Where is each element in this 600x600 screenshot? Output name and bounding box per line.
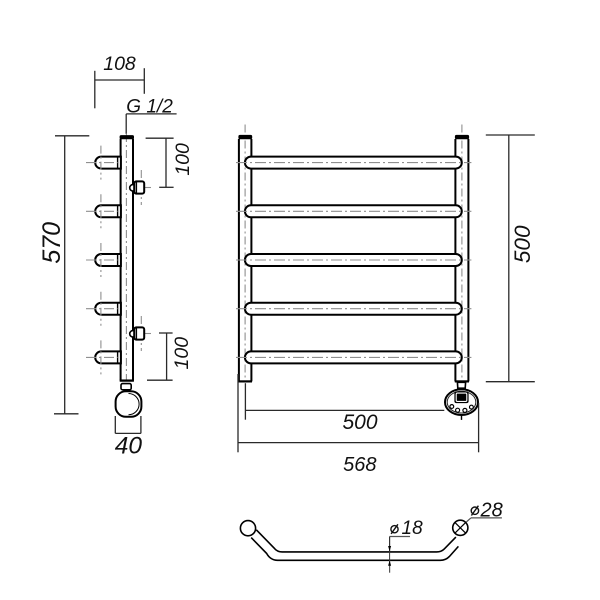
svg-text:18: 18 <box>402 518 424 539</box>
svg-text:108: 108 <box>103 53 136 75</box>
svg-text:500: 500 <box>510 225 535 263</box>
svg-text:570: 570 <box>38 222 66 264</box>
svg-text:28: 28 <box>480 499 503 521</box>
svg-text:G 1/2: G 1/2 <box>126 97 173 118</box>
svg-text:500: 500 <box>342 411 377 434</box>
svg-text:40: 40 <box>115 433 143 460</box>
svg-text:568: 568 <box>343 454 376 476</box>
svg-text:100: 100 <box>172 143 194 176</box>
svg-text:100: 100 <box>171 337 193 370</box>
